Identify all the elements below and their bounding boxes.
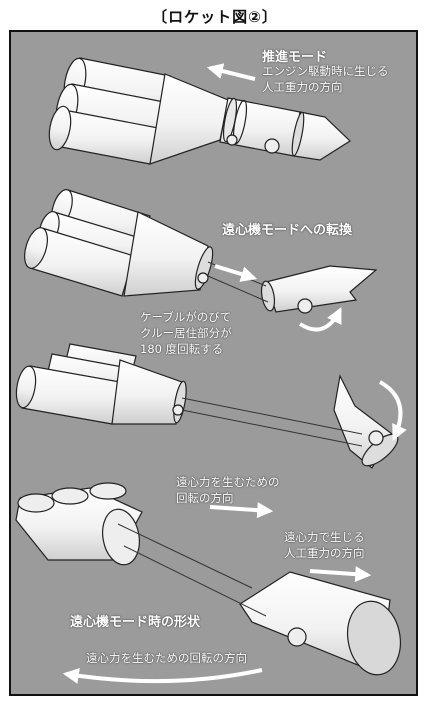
label-centrifugal-gravity-2: 人工重力の方向 [284, 546, 365, 560]
label-cable-1: ケーブルがのびて [140, 310, 232, 324]
label-thrust-mode: 推進モード [262, 50, 328, 65]
label-centrifugal-gravity-1: 遠心力で生じる [284, 530, 365, 544]
label-rotation-dir-bottom: 遠心力を生むための回転の方向 [86, 651, 247, 665]
figure-title: 〔ロケット図②〕 [152, 8, 278, 26]
label-cable-2: クルー居住部分が [140, 326, 232, 340]
rocket-transition [24, 189, 378, 314]
label-cable-3: 180 度回転する [140, 342, 224, 356]
label-thrust-gravity-1: エンジン駆動時に生じる [262, 64, 389, 78]
thrust-gravity-arrow [206, 63, 256, 81]
centrifugal-direction-arrow [209, 502, 274, 519]
rotate-arrow-3 [378, 380, 407, 441]
rotate-arrow-2 [298, 307, 342, 332]
booster-cylinders [48, 57, 171, 165]
cable-lines-4 [117, 523, 267, 617]
label-centrifuge-shape: 遠心機モード時の形状 [70, 615, 201, 630]
centrifugal-gravity-arrow [309, 566, 372, 583]
rocket-centrifuge [15, 482, 401, 676]
cable-lines-3 [181, 397, 363, 447]
extend-arrow [214, 264, 258, 282]
label-centrifugal-dir-2: 回転の方向 [176, 491, 234, 505]
rotation-direction-arrow-bottom [62, 668, 263, 684]
label-centrifugal-dir-1: 遠心力を生むための [176, 475, 280, 489]
rocket-thrust-mode [48, 57, 351, 165]
rocket-rotation [15, 343, 399, 469]
label-thrust-gravity-2: 人工重力の方向 [262, 80, 343, 94]
label-switch-mode: 遠心機モードへの転換 [222, 223, 353, 238]
